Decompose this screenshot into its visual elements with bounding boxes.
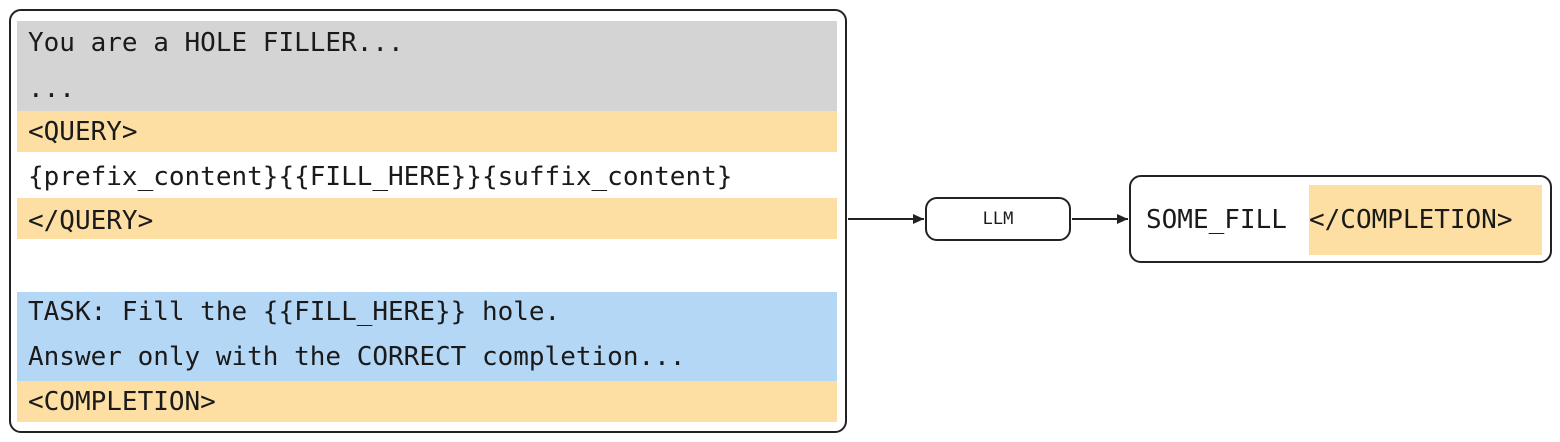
task-line-2: Answer only with the CORRECT completion.… [28, 342, 686, 372]
query-close-tag: </QUERY> [28, 206, 154, 236]
query-close-band [17, 198, 837, 239]
query-open-tag: <QUERY> [28, 117, 138, 147]
system-line-1: You are a HOLE FILLER... [28, 28, 404, 58]
task-line-1: TASK: Fill the {{FILL_HERE}} hole. [28, 297, 561, 327]
completion-open-band [17, 381, 837, 422]
task-instruction-band [17, 292, 837, 381]
query-open-band [17, 111, 837, 152]
completion-close-tag: </COMPLETION> [1309, 205, 1513, 235]
system-line-2: ... [28, 74, 75, 104]
system-instruction-band [17, 21, 837, 111]
output-fill-text: SOME_FILL [1146, 205, 1287, 235]
llm-label: LLM [982, 209, 1014, 229]
query-body: {prefix_content}{{FILL_HERE}}{suffix_con… [28, 162, 733, 192]
completion-close-band [1309, 185, 1542, 255]
llm-node: LLM [925, 197, 1071, 241]
completion-open-tag: <COMPLETION> [28, 387, 216, 417]
